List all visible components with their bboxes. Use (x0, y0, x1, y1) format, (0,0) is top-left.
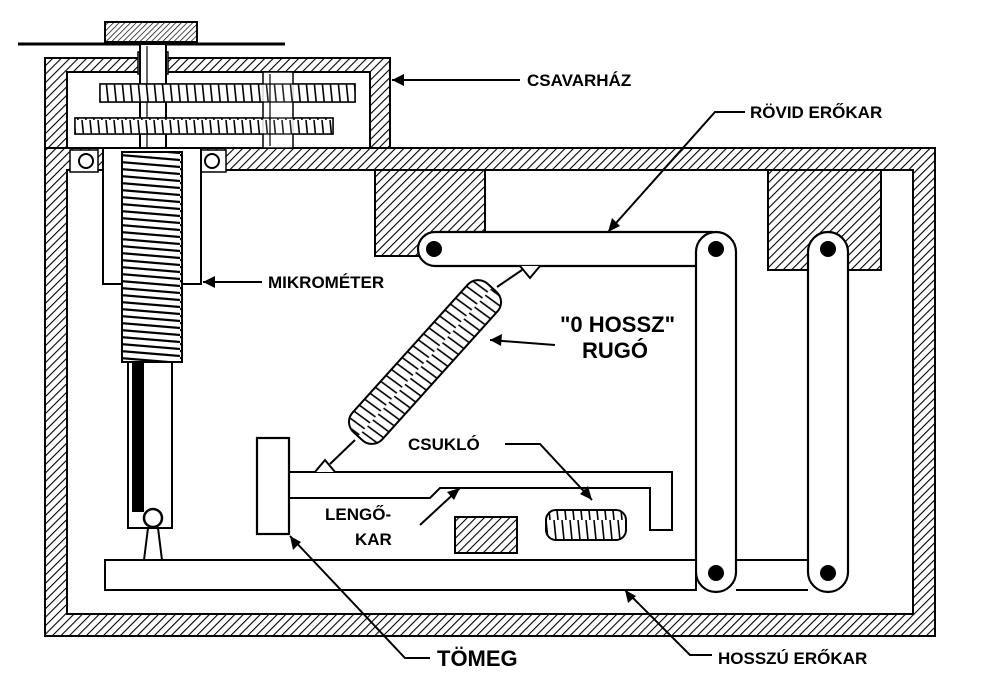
label-screw-housing: CSAVARHÁZ (527, 71, 631, 90)
label-short-lever: RÖVID ERŐKAR (750, 103, 882, 122)
short-lever (416, 230, 714, 280)
mass-block (255, 436, 291, 536)
label-spring-line1: "0 HOSSZ" (560, 312, 675, 337)
label-swing-arm-line2: KAR (355, 530, 392, 549)
label-micrometer: MIKROMÉTER (268, 273, 384, 292)
zero-length-spring (329, 269, 523, 465)
stop-block (454, 516, 518, 554)
bearings (69, 149, 227, 173)
micrometer-screw (102, 147, 202, 561)
leader-lines (203, 74, 745, 659)
gear-train (74, 71, 356, 149)
label-swing-arm-line1: LENGŐ- (325, 505, 391, 524)
label-long-lever: HOSSZÚ ERŐKAR (718, 649, 867, 668)
main-housing (44, 147, 936, 637)
vertical-link-right (806, 230, 850, 594)
long-lever (104, 559, 808, 591)
label-spring-line2: RUGÓ (582, 338, 648, 363)
swing-arm (287, 458, 673, 531)
hinge-spring (545, 509, 627, 541)
label-hinge: CSUKLÓ (408, 435, 480, 454)
vertical-link-left (694, 230, 738, 594)
label-mass: TÖMEG (437, 646, 518, 671)
